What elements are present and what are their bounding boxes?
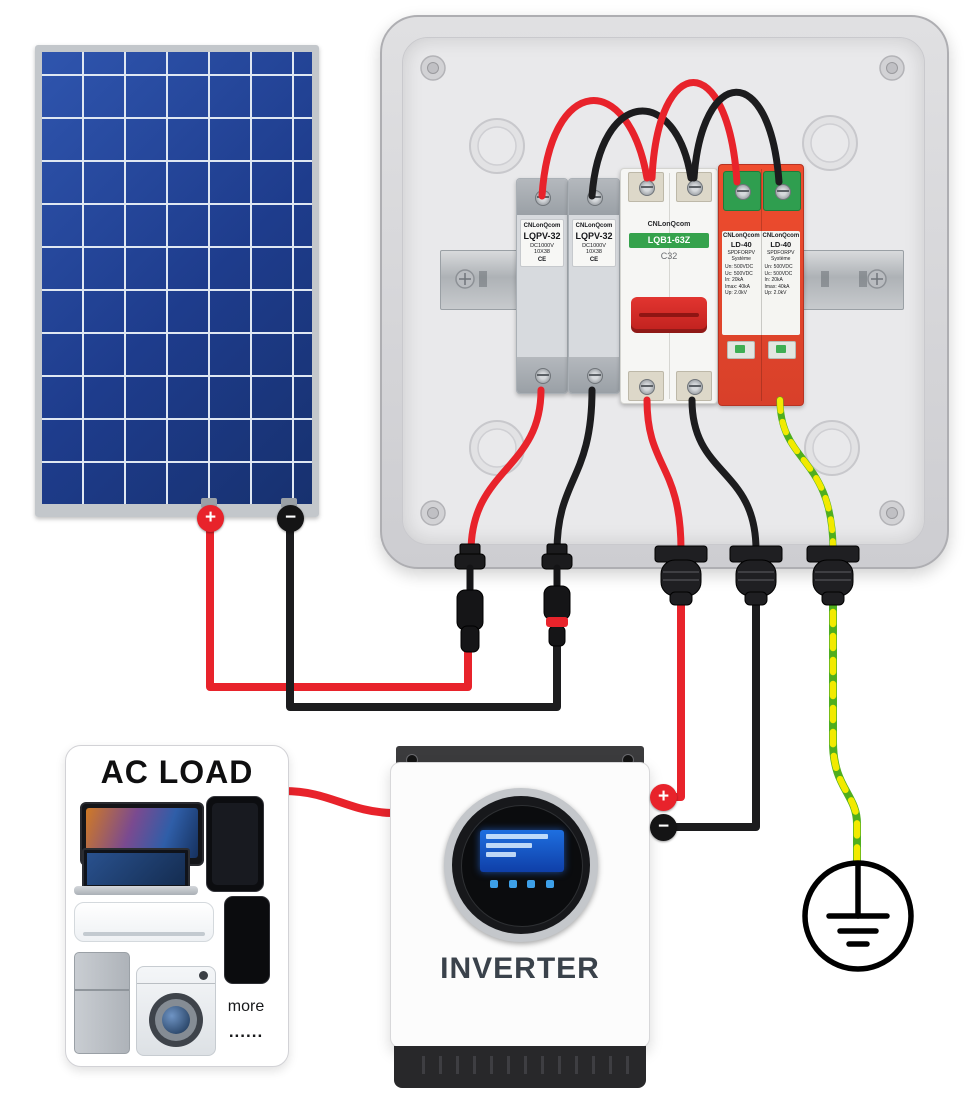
screw-icon: [587, 190, 603, 206]
spd-status-window-1: [727, 341, 755, 359]
spd-terminal-1: [723, 171, 761, 211]
fuse1-voltage: DC1000V: [530, 243, 554, 249]
spd1-system: Système: [731, 256, 751, 262]
breaker-top-terminal-1: [628, 172, 664, 202]
breaker-model: LQB1-63Z: [629, 233, 709, 248]
lcd-segment: [486, 852, 516, 857]
inverter-positive-badge: +: [650, 784, 677, 811]
pv-fuse-holder-2: CNLonQcom LQPV-32 DC1000V 10X38 CE: [568, 178, 620, 394]
spd-terminal-2: [763, 171, 801, 211]
spd1-type: SPDFORPV: [727, 250, 755, 256]
solar-panel: [35, 45, 319, 517]
spd-label: CNLonQcom LD-40 SPDFORPV Système Un: 500…: [722, 231, 800, 335]
fuse2-size: 10X38: [586, 249, 602, 255]
spd2-system: Système: [771, 256, 791, 262]
inverter-display-bezel: [444, 788, 598, 942]
inverter-label: INVERTER: [440, 952, 600, 985]
breaker-brand: CNLonQcom: [647, 221, 691, 228]
ac-load-title: AC LOAD: [100, 754, 254, 790]
panel-negative-badge: −: [277, 505, 304, 532]
spd1-brand: CNLonQcom: [723, 233, 760, 239]
fuse1-top-terminal: [517, 179, 567, 215]
inverter-base-vents: [394, 1046, 646, 1088]
breaker-bottom-terminal-2: [676, 371, 712, 401]
fuse1-label: CNLonQcom LQPV-32 DC1000V 10X38 CE: [520, 219, 564, 267]
mc4-red-band: [546, 617, 568, 627]
screw-icon: [775, 184, 791, 200]
fuse2-bottom-terminal: [569, 357, 619, 393]
lcd-screen: [480, 830, 564, 872]
wire-to-inverter-positive: [660, 584, 685, 801]
fuse2-label: CNLonQcom LQPV-32 DC1000V 10X38 CE: [572, 219, 616, 267]
smartphone-icon: [224, 896, 270, 984]
fuse2-voltage: DC1000V: [582, 243, 606, 249]
inverter-button-icon: [490, 880, 498, 888]
spd-status-window-2: [768, 341, 796, 359]
inverter-display-face: [461, 805, 583, 927]
ac-load-panel: AC LOAD more ......: [65, 745, 289, 1067]
laptop-icon: [82, 848, 190, 890]
spd1-model: LD-40: [730, 240, 752, 249]
earth-ground-symbol: [802, 860, 914, 972]
spd2-brand: CNLonQcom: [762, 233, 800, 239]
pv-fuse-holder-1: CNLonQcom LQPV-32 DC1000V 10X38 CE: [516, 178, 568, 394]
laptop-base: [74, 886, 198, 895]
screw-icon: [639, 180, 655, 196]
washer-knob: [199, 971, 208, 980]
more-dots: ......: [228, 1022, 264, 1041]
wire-inverter-to-acload: [280, 787, 396, 817]
panel-negative-lead: [281, 498, 297, 508]
spd2-model: LD-40: [770, 240, 792, 249]
air-conditioner-icon: [74, 902, 214, 942]
fuse1-bottom-terminal: [517, 357, 567, 393]
fuse1-size: 10X38: [534, 249, 550, 255]
more-label: more: [227, 998, 265, 1015]
tablet-icon: [206, 796, 264, 892]
fuse1-model: LQPV-32: [523, 231, 561, 241]
inverter-button-icon: [545, 880, 554, 888]
inverter-button-icon: [508, 880, 517, 888]
inverter: INVERTER: [390, 746, 650, 1088]
surge-protector-spd: CNLonQcom LD-40 SPDFORPV Système Un: 500…: [718, 164, 804, 406]
screw-icon: [639, 379, 655, 395]
breaker-pole-seam: [669, 173, 670, 399]
fuse2-brand: CNLonQcom: [575, 223, 613, 229]
wire-earth-yellow-stripe: [829, 584, 861, 870]
breaker-bottom-terminal-1: [628, 371, 664, 401]
wire-earth-green: [829, 584, 861, 870]
spd2-type: SPDFORPV: [766, 250, 795, 256]
screw-icon: [687, 379, 703, 395]
washer-door: [149, 993, 203, 1047]
spd1-specs: Un: 500VDC Uc: 500VDC In: 20kA Imax: 40k…: [725, 264, 754, 296]
screw-icon: [587, 368, 603, 384]
breaker-toggle-handle: [631, 297, 707, 333]
wire-to-inverter-negative: [662, 584, 760, 831]
panel-positive-badge: +: [197, 505, 224, 532]
screw-icon: [735, 184, 751, 200]
inverter-body: INVERTER: [390, 762, 650, 1048]
screw-icon: [535, 368, 551, 384]
screw-icon: [535, 190, 551, 206]
lcd-segment: [486, 834, 548, 839]
ce-mark: CE: [537, 257, 547, 263]
inverter-buttons: [490, 880, 554, 888]
spd2-specs: Un: 500VDC Uc: 500VDC In: 20kA Imax: 40k…: [764, 264, 793, 296]
lcd-segment: [486, 843, 532, 848]
dc-circuit-breaker: CNLonQcom LQB1-63Z C32: [620, 168, 718, 404]
breaker-rating: C32: [660, 251, 678, 261]
refrigerator-icon: [74, 952, 130, 1054]
fuse2-top-terminal: [569, 179, 619, 215]
washing-machine-icon: [136, 966, 216, 1056]
panel-positive-lead: [201, 498, 217, 508]
breaker-top-terminal-2: [676, 172, 712, 202]
inverter-button-icon: [527, 880, 536, 888]
inverter-negative-badge: −: [650, 814, 677, 841]
spd-module-2-label: CNLonQcom LD-40 SPDFORPV Système Un: 500…: [760, 231, 801, 335]
fuse2-model: LQPV-32: [575, 231, 613, 241]
screw-icon: [687, 180, 703, 196]
ce-mark: CE: [589, 257, 599, 263]
spd-module-1-label: CNLonQcom LD-40 SPDFORPV Système Un: 500…: [722, 231, 761, 335]
fuse1-brand: CNLonQcom: [523, 223, 561, 229]
